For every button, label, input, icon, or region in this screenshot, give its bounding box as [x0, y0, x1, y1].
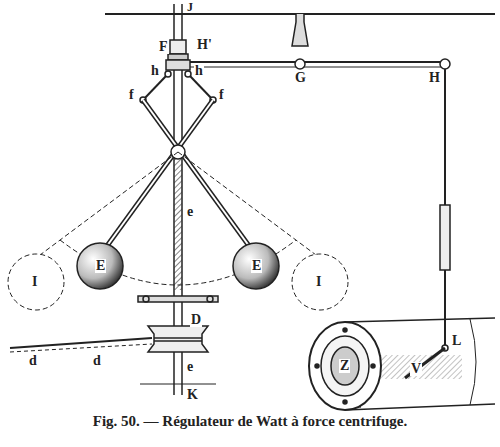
part-label: h	[150, 64, 160, 78]
part-label: E	[251, 259, 262, 273]
part-label: H	[428, 71, 441, 85]
part-label: d	[28, 354, 38, 368]
part-label: Z	[339, 359, 350, 373]
part-label: H'	[196, 38, 213, 52]
part-label: I	[31, 275, 38, 289]
part-label: F	[158, 40, 169, 54]
part-label: K	[186, 388, 199, 402]
part-label: I	[315, 275, 322, 289]
part-label: V	[410, 362, 422, 376]
part-label: h	[194, 64, 204, 78]
part-label: G	[294, 71, 307, 85]
part-label: L	[451, 334, 462, 348]
figure-caption: Fig. 50. — Régulateur de Watt à force ce…	[0, 413, 500, 430]
part-label: f	[218, 88, 225, 102]
part-label: e	[186, 205, 194, 219]
part-label: D	[190, 313, 202, 327]
part-label: J	[186, 1, 194, 13]
part-label: E	[95, 259, 106, 273]
part-label: e	[186, 360, 194, 374]
part-label: f	[128, 88, 135, 102]
part-label: d	[92, 354, 102, 368]
